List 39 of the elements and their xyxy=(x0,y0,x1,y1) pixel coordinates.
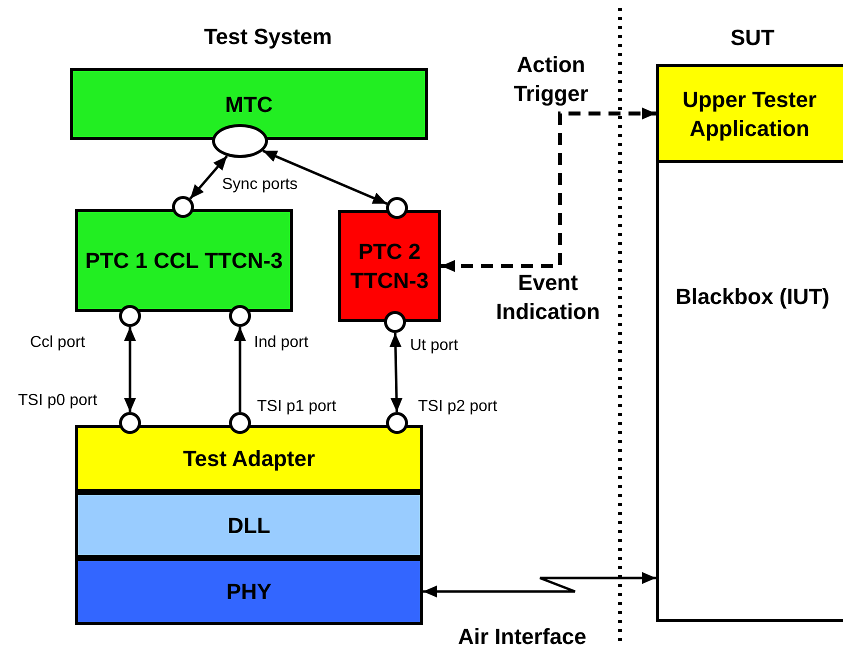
arrow xyxy=(234,327,246,412)
box-label: DLL xyxy=(228,512,270,540)
port-label: TSI p0 port xyxy=(18,391,98,411)
process-box xyxy=(656,64,843,163)
box-label: PTC 1 CCL TTCN-3 xyxy=(85,247,283,275)
layer-box xyxy=(75,492,423,558)
arrow xyxy=(423,572,656,598)
text-label: Test System xyxy=(203,23,333,51)
arrow xyxy=(189,155,228,200)
box-label: MTC xyxy=(225,90,273,118)
box-label: Upper Tester Application xyxy=(681,86,818,142)
box-label: PTC 2 TTCN-3 xyxy=(349,238,430,295)
box-label: SUT xyxy=(730,24,776,52)
box-label: PHY xyxy=(226,578,272,606)
box-label: Test Adapter xyxy=(182,445,316,473)
port-circle xyxy=(119,412,141,434)
port-label: TSI p2 port xyxy=(418,397,498,417)
port-circle xyxy=(119,305,141,327)
port-circle xyxy=(229,412,251,434)
port-label: Ccl port xyxy=(30,333,86,353)
arrow xyxy=(124,327,136,412)
layer-box xyxy=(75,425,423,492)
port-label: TSI p1 port xyxy=(257,397,336,417)
layer-box xyxy=(75,558,423,625)
port-circle xyxy=(386,412,408,434)
arrow xyxy=(389,332,403,412)
process-box xyxy=(75,209,293,312)
process-box xyxy=(338,210,441,322)
process-box xyxy=(70,68,428,140)
text-label: Sync ports xyxy=(222,175,298,195)
port-label: Ind port xyxy=(254,333,308,353)
arrow xyxy=(262,150,388,205)
box-label: Blackbox (IUT) xyxy=(674,283,831,311)
text-label: Event Indication xyxy=(495,269,601,326)
port-circle xyxy=(229,305,251,327)
port-label: Ut port xyxy=(410,336,458,356)
port-circle xyxy=(386,197,408,219)
port-circle xyxy=(172,196,194,218)
arrow xyxy=(441,108,656,272)
